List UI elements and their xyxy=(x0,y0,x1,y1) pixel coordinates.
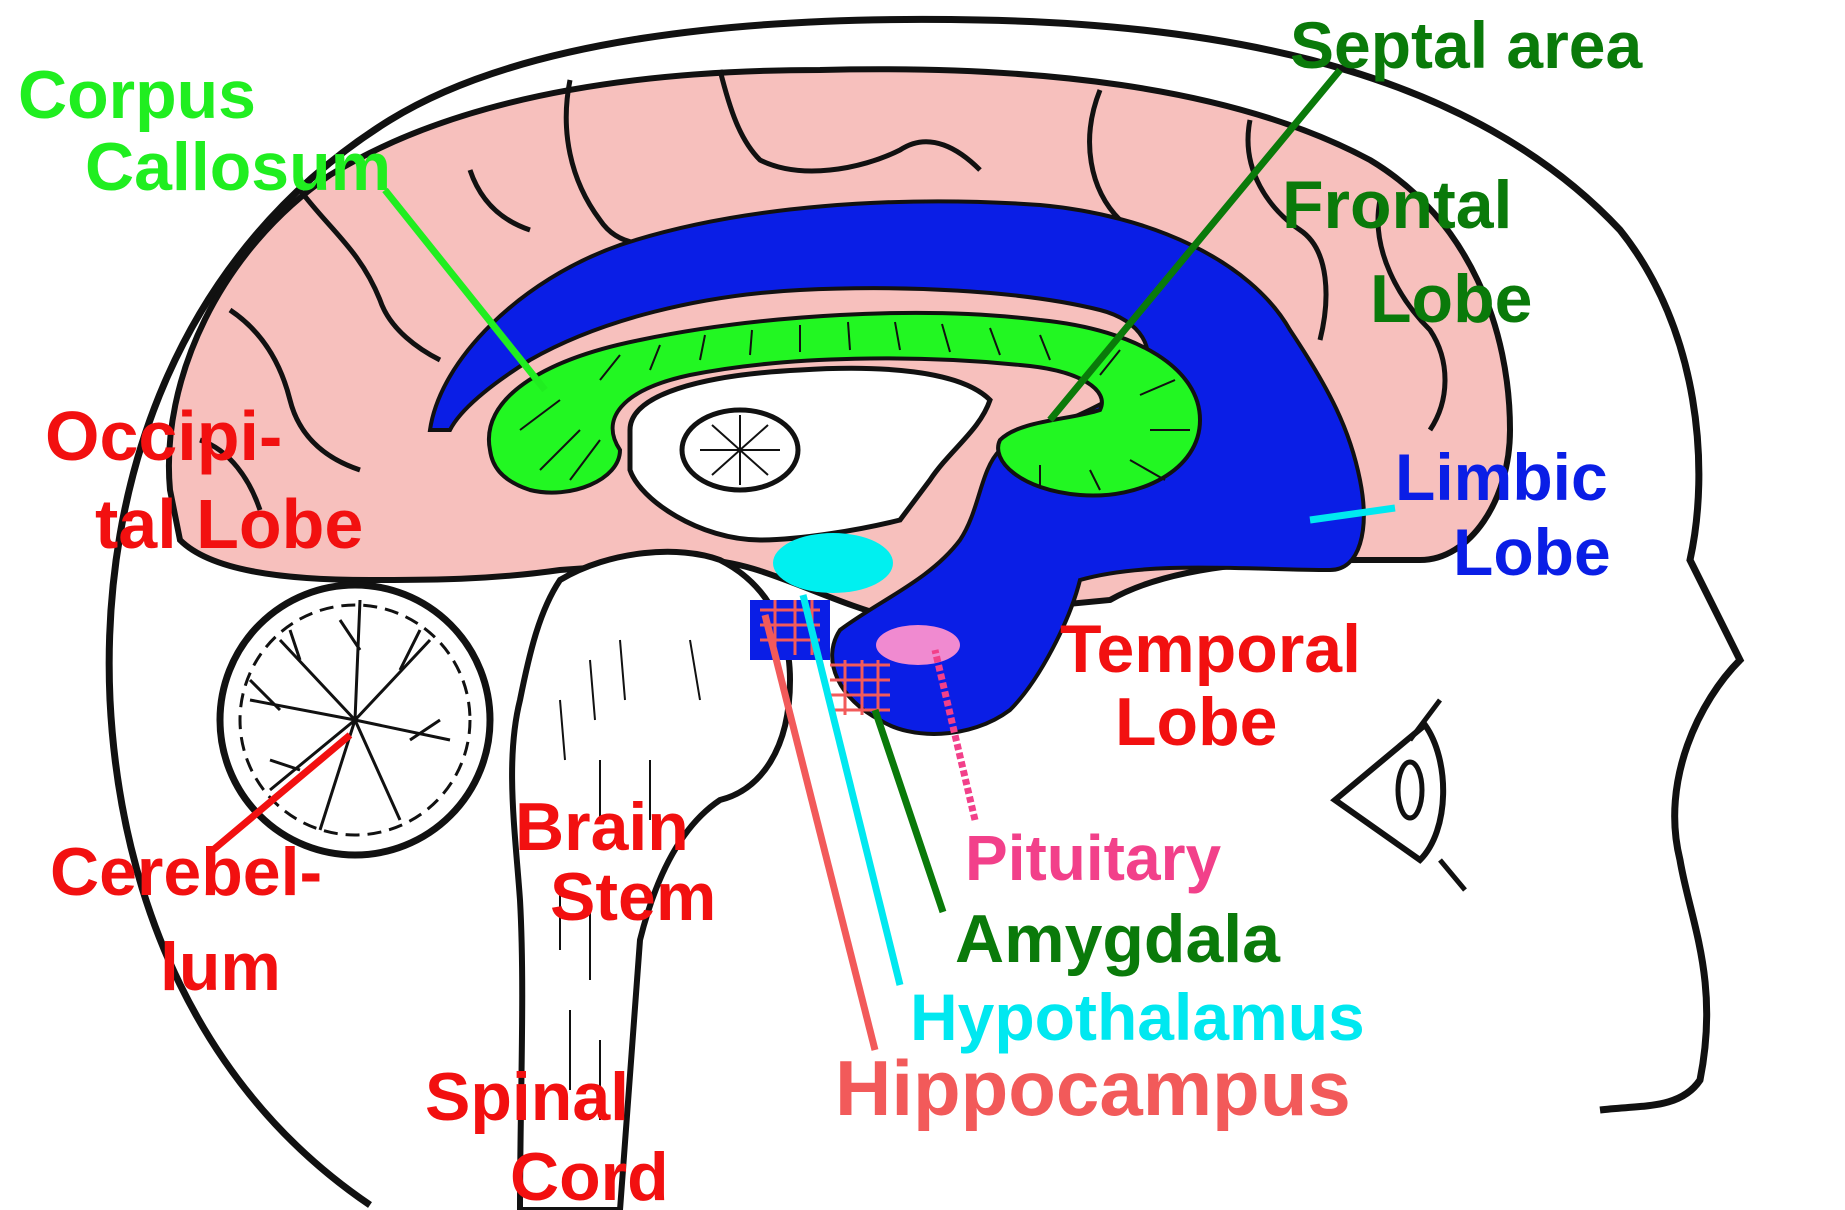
label-limbic-lobe-1: Limbic xyxy=(1395,440,1608,514)
amygdala-leader xyxy=(875,710,943,912)
label-brain-stem-1: Brain xyxy=(515,789,689,865)
label-brain-stem-2: Stem xyxy=(550,859,716,935)
label-corpus-callosum-2: Callosum xyxy=(85,129,391,205)
eye-pupil xyxy=(1398,762,1422,818)
label-septal-area: Septal area xyxy=(1290,8,1643,82)
label-occipital-lobe-2: tal Lobe xyxy=(95,485,363,563)
label-limbic-lobe-2: Lobe xyxy=(1453,515,1611,589)
label-cerebellum-1: Cerebel- xyxy=(50,834,322,910)
hypothalamus xyxy=(773,533,893,593)
eye-outline xyxy=(1335,725,1443,860)
label-amygdala: Amygdala xyxy=(955,901,1281,977)
thalamus-striations xyxy=(700,415,780,485)
label-hypothalamus: Hypothalamus xyxy=(910,980,1365,1054)
label-frontal-lobe-2: Lobe xyxy=(1370,261,1532,337)
label-occipital-lobe-1: Occipi- xyxy=(45,397,282,475)
pituitary xyxy=(876,625,960,665)
label-temporal-lobe-2: Lobe xyxy=(1115,684,1277,760)
label-cerebellum-2: lum xyxy=(160,929,281,1005)
label-pituitary: Pituitary xyxy=(965,822,1221,894)
label-spinal-cord-1: Spinal xyxy=(425,1059,629,1135)
label-hippocampus: Hippocampus xyxy=(835,1044,1351,1132)
label-frontal-lobe-1: Frontal xyxy=(1282,167,1512,243)
label-temporal-lobe-1: Temporal xyxy=(1060,611,1361,687)
label-spinal-cord-2: Cord xyxy=(510,1139,669,1210)
label-corpus-callosum-1: Corpus xyxy=(18,57,256,133)
